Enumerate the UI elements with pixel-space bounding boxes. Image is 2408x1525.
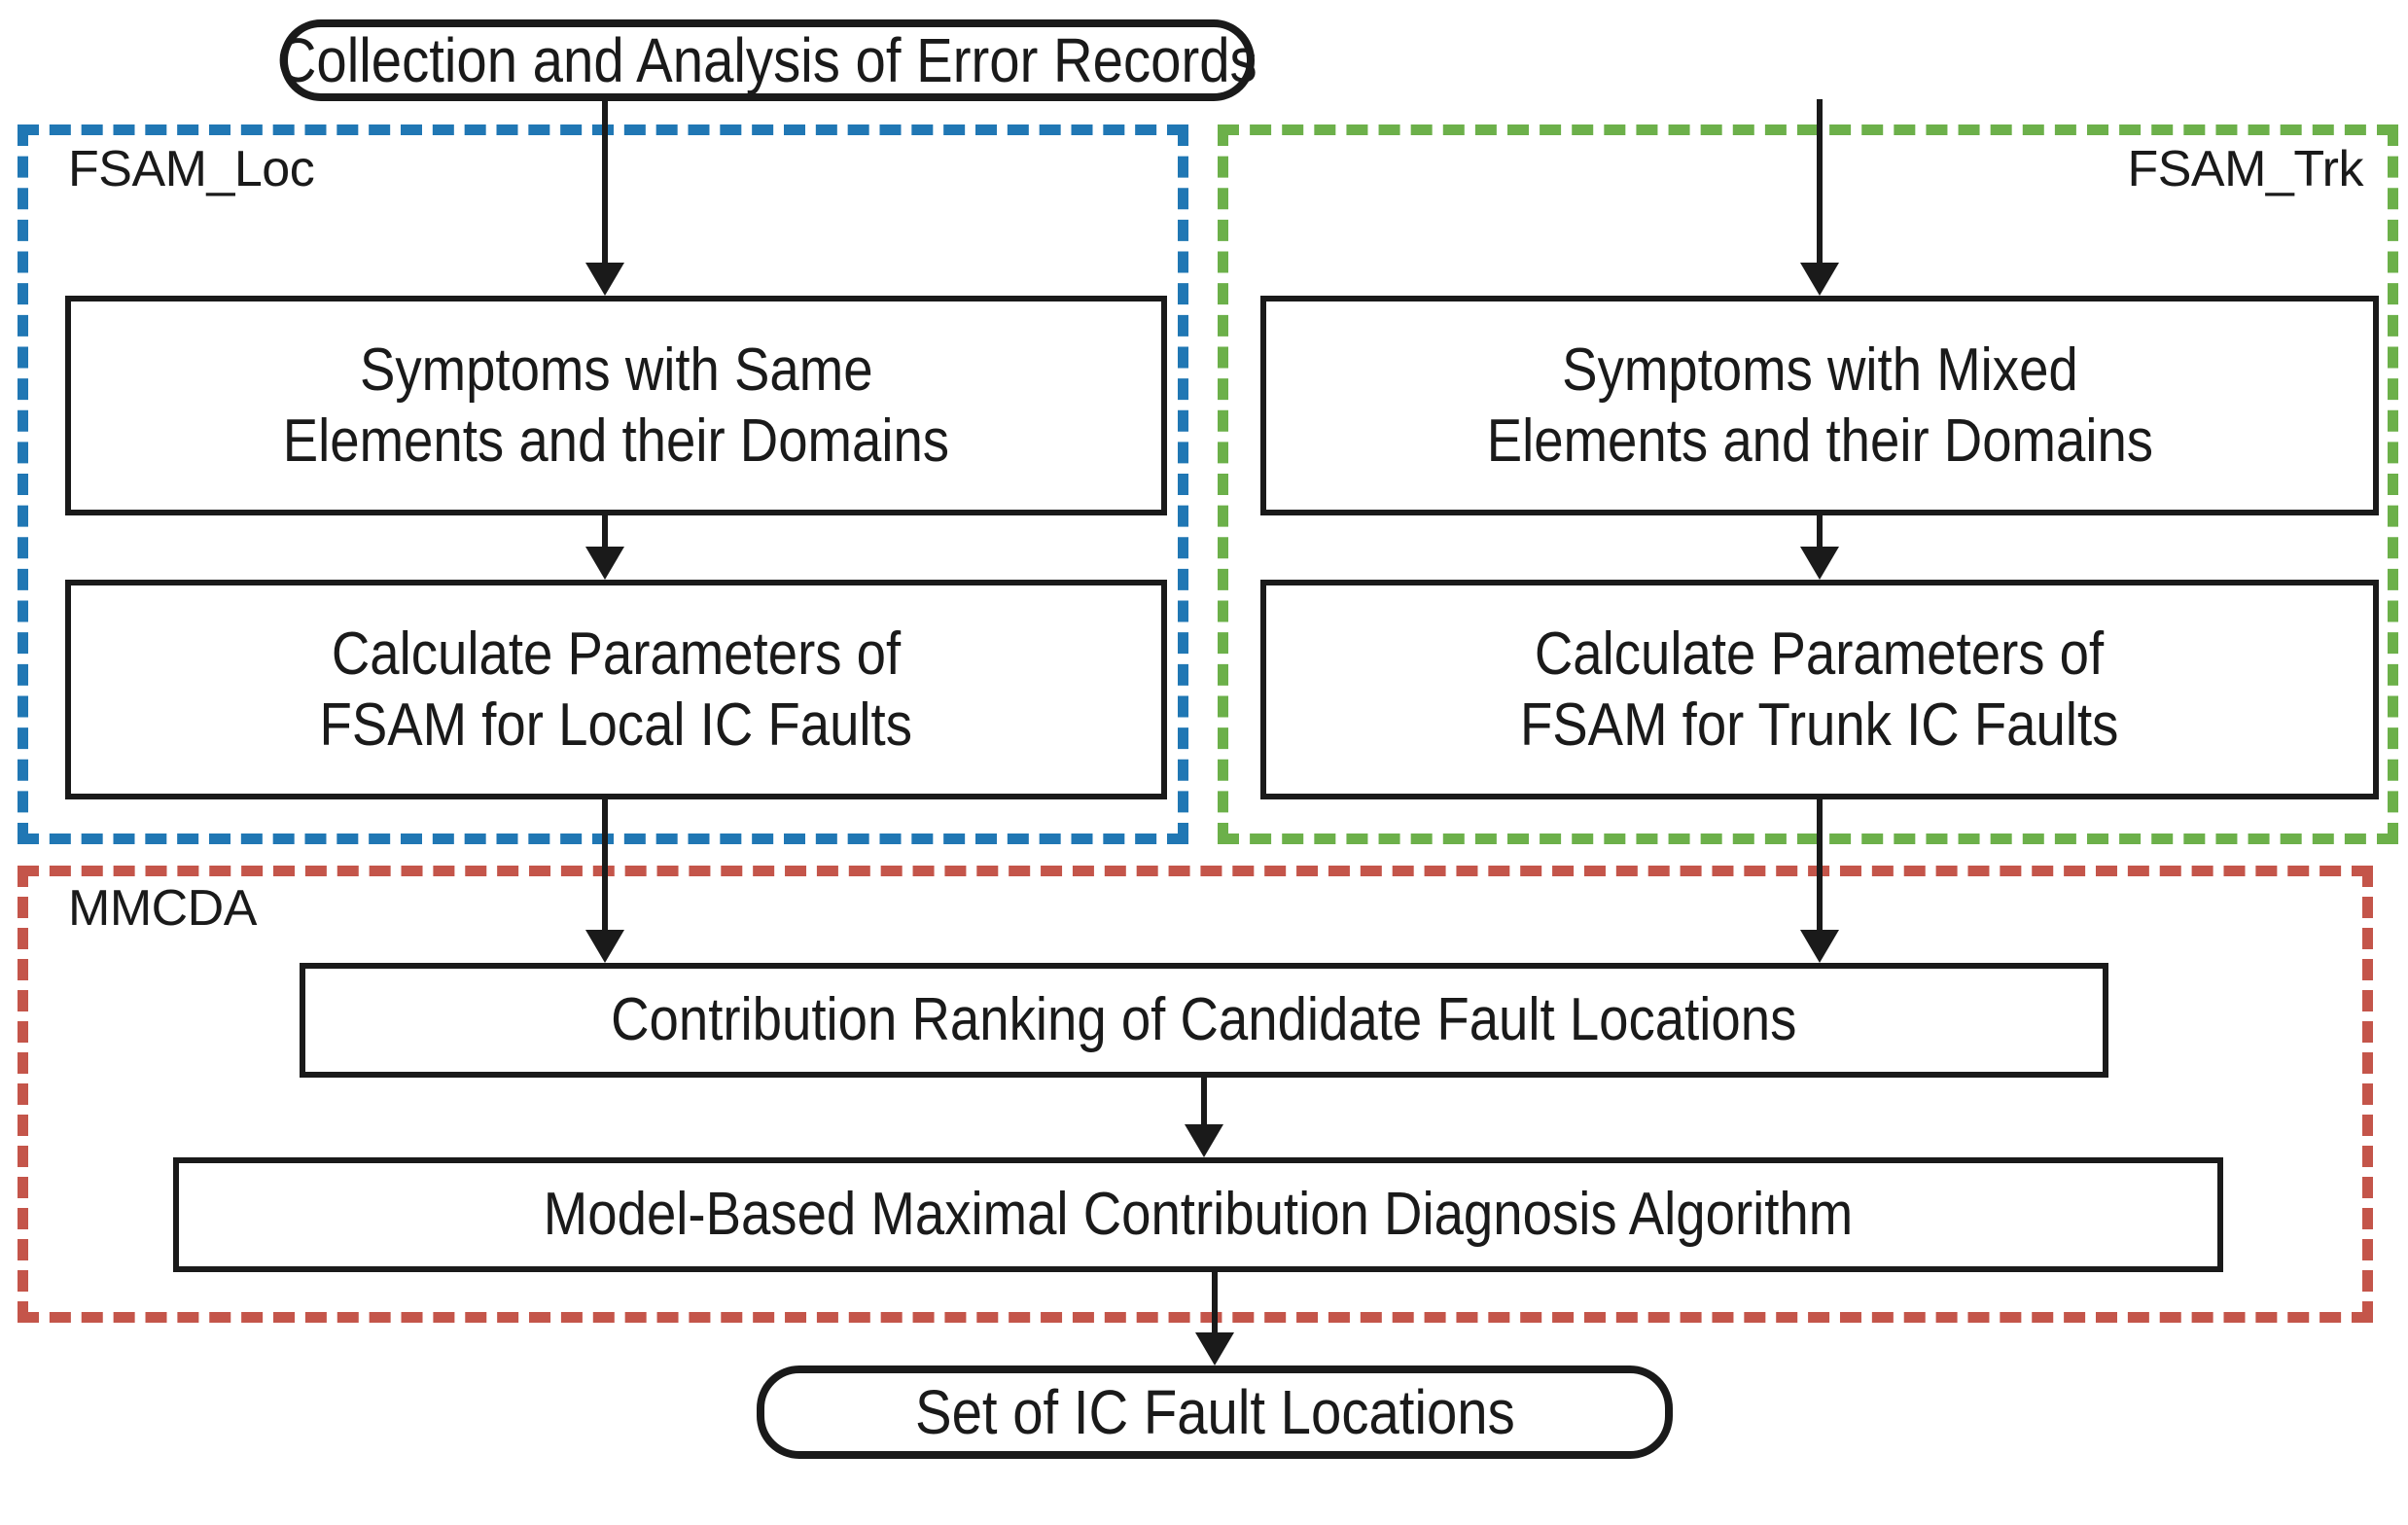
node-start-label: Collection and Analysis of Error Records bbox=[277, 24, 1257, 95]
node-end-fault-locations: Set of IC Fault Locations bbox=[757, 1365, 1673, 1459]
arrow-head-icon bbox=[1185, 1124, 1223, 1157]
arrow-head-icon bbox=[1800, 930, 1839, 963]
arrow-head-icon bbox=[1800, 547, 1839, 580]
arrow-shaft bbox=[1817, 99, 1823, 263]
arrow-start-to-symptoms-trk bbox=[1798, 99, 1841, 296]
arrow-shaft bbox=[1212, 1272, 1218, 1332]
arrow-shaft bbox=[602, 99, 608, 263]
node-calculate-fsam-local-line1: Calculate Parameters of bbox=[331, 620, 902, 688]
node-symptoms-same-elements-line1: Symptoms with Same bbox=[359, 336, 873, 404]
arrow-symptoms-to-calculate-loc bbox=[584, 515, 626, 580]
arrow-calculate-trk-to-ranking bbox=[1798, 799, 1841, 963]
node-symptoms-mixed-elements-line2: Elements and their Domains bbox=[1486, 408, 2153, 475]
arrow-head-icon bbox=[585, 930, 624, 963]
node-calculate-fsam-trunk: Calculate Parameters of FSAM for Trunk I… bbox=[1260, 580, 2379, 799]
arrow-shaft bbox=[1201, 1078, 1207, 1124]
node-model-based-algorithm-label: Model-Based Maximal Contribution Diagnos… bbox=[543, 1181, 1854, 1249]
node-symptoms-mixed-elements: Symptoms with Mixed Elements and their D… bbox=[1260, 296, 2379, 515]
group-mmcda bbox=[18, 866, 2373, 1323]
arrow-head-icon bbox=[585, 263, 624, 296]
arrow-symptoms-to-calculate-trk bbox=[1798, 515, 1841, 580]
node-symptoms-mixed-elements-line1: Symptoms with Mixed bbox=[1561, 336, 2078, 404]
arrow-shaft bbox=[1817, 515, 1823, 547]
node-end-label: Set of IC Fault Locations bbox=[914, 1376, 1515, 1447]
node-calculate-fsam-trunk-line2: FSAM for Trunk IC Faults bbox=[1520, 692, 2119, 759]
node-calculate-fsam-local-line2: FSAM for Local IC Faults bbox=[319, 692, 913, 759]
arrow-algorithm-to-end bbox=[1193, 1272, 1236, 1365]
node-contribution-ranking-label: Contribution Ranking of Candidate Fault … bbox=[611, 986, 1797, 1054]
group-label-fsam-trk: FSAM_Trk bbox=[2127, 141, 2363, 197]
arrow-shaft bbox=[1817, 799, 1823, 930]
arrow-head-icon bbox=[585, 547, 624, 580]
node-model-based-algorithm: Model-Based Maximal Contribution Diagnos… bbox=[173, 1157, 2223, 1272]
node-symptoms-same-elements: Symptoms with Same Elements and their Do… bbox=[65, 296, 1167, 515]
node-calculate-fsam-local: Calculate Parameters of FSAM for Local I… bbox=[65, 580, 1167, 799]
arrow-head-icon bbox=[1800, 263, 1839, 296]
arrow-ranking-to-algorithm bbox=[1183, 1078, 1225, 1157]
arrow-head-icon bbox=[1195, 1332, 1234, 1365]
arrow-calculate-loc-to-ranking bbox=[584, 799, 626, 963]
group-label-fsam-loc: FSAM_Loc bbox=[68, 141, 315, 197]
node-symptoms-same-elements-line2: Elements and their Domains bbox=[282, 408, 950, 475]
arrow-shaft bbox=[602, 799, 608, 930]
node-start-collection-analysis: Collection and Analysis of Error Records bbox=[277, 19, 1257, 101]
arrow-start-to-symptoms-loc bbox=[584, 99, 626, 296]
arrow-shaft bbox=[602, 515, 608, 547]
group-label-mmcda: MMCDA bbox=[68, 880, 257, 937]
node-calculate-fsam-trunk-line1: Calculate Parameters of bbox=[1535, 620, 2105, 688]
group-fsam-trk bbox=[1218, 124, 2398, 844]
node-contribution-ranking: Contribution Ranking of Candidate Fault … bbox=[300, 963, 2108, 1078]
